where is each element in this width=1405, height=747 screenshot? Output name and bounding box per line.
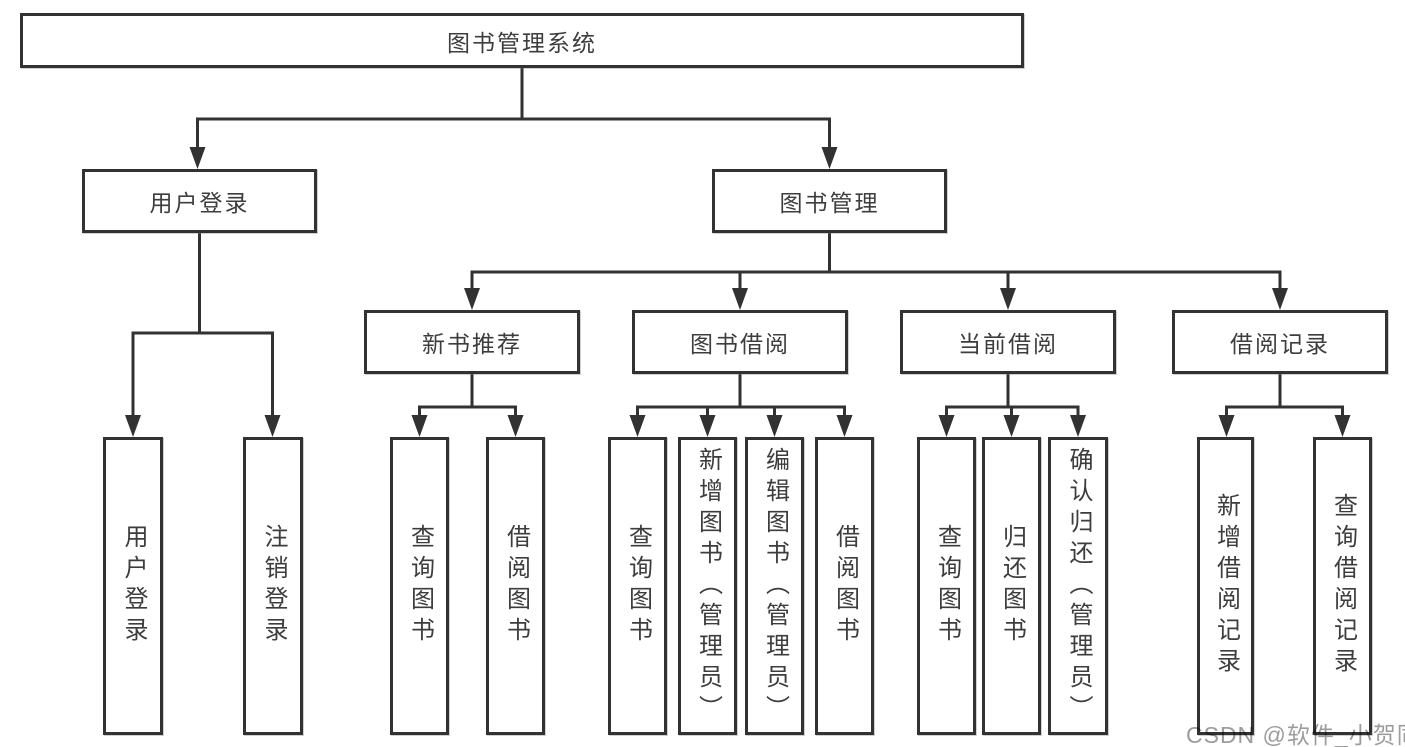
node-user-login: 用户登录: [82, 169, 317, 233]
leaf-add-books-admin: 新增图书（管理员）: [678, 437, 737, 735]
node-label: 查询图书: [624, 524, 652, 648]
node-label: 归还图书: [998, 524, 1026, 648]
leaf-borrow-books: 借阅图书: [486, 437, 545, 735]
node-label: 图书借阅: [690, 331, 790, 357]
node-label: 用户登录: [120, 524, 147, 648]
node-label: 新增借阅记录: [1212, 493, 1240, 679]
leaf-confirm-return-admin: 确认归还（管理员）: [1048, 437, 1108, 735]
node-label: 当前借阅: [958, 331, 1058, 357]
node-label: 新增图书（管理员）: [694, 446, 722, 726]
leaf-query-books-2: 查询图书: [608, 437, 667, 735]
leaf-user-login: 用户登录: [103, 437, 163, 735]
node-borrow-records: 借阅记录: [1172, 310, 1388, 374]
leaf-logout-login: 注销登录: [243, 437, 303, 735]
node-new-book-recommend: 新书推荐: [364, 310, 580, 374]
leaf-query-borrow-record: 查询借阅记录: [1313, 437, 1372, 735]
node-book-borrow: 图书借阅: [632, 310, 848, 374]
csdn-watermark: CSDN @软件_小贺同学: [1186, 722, 1405, 747]
node-label: 注销登录: [260, 524, 287, 648]
node-label: 查询图书: [933, 524, 961, 648]
node-label: 确认归还（管理员）: [1065, 446, 1092, 726]
node-label: 图书管理: [779, 190, 880, 216]
node-label: 查询借阅记录: [1329, 493, 1357, 679]
arrowheads: [125, 147, 1351, 437]
node-label: 借阅图书: [831, 524, 859, 648]
leaf-return-books: 归还图书: [982, 437, 1041, 735]
leaf-add-borrow-record: 新增借阅记录: [1197, 437, 1254, 735]
node-current-borrow: 当前借阅: [900, 310, 1116, 374]
node-label: 查询图书: [406, 524, 434, 648]
node-label: 图书管理系统: [447, 29, 597, 56]
node-book-management: 图书管理: [712, 169, 947, 233]
leaf-query-books: 查询图书: [390, 437, 449, 735]
node-label: 编辑图书（管理员）: [761, 446, 789, 726]
leaf-borrow-books-2: 借阅图书: [815, 437, 874, 735]
node-label: 借阅记录: [1230, 331, 1330, 357]
leaf-edit-books-admin: 编辑图书（管理员）: [745, 437, 804, 735]
node-label: 借阅图书: [502, 524, 530, 648]
leaf-query-books-3: 查询图书: [917, 437, 976, 735]
node-label: 用户登录: [149, 190, 250, 216]
node-label: 新书推荐: [422, 331, 522, 357]
node-library-management-system: 图书管理系统: [20, 13, 1024, 68]
